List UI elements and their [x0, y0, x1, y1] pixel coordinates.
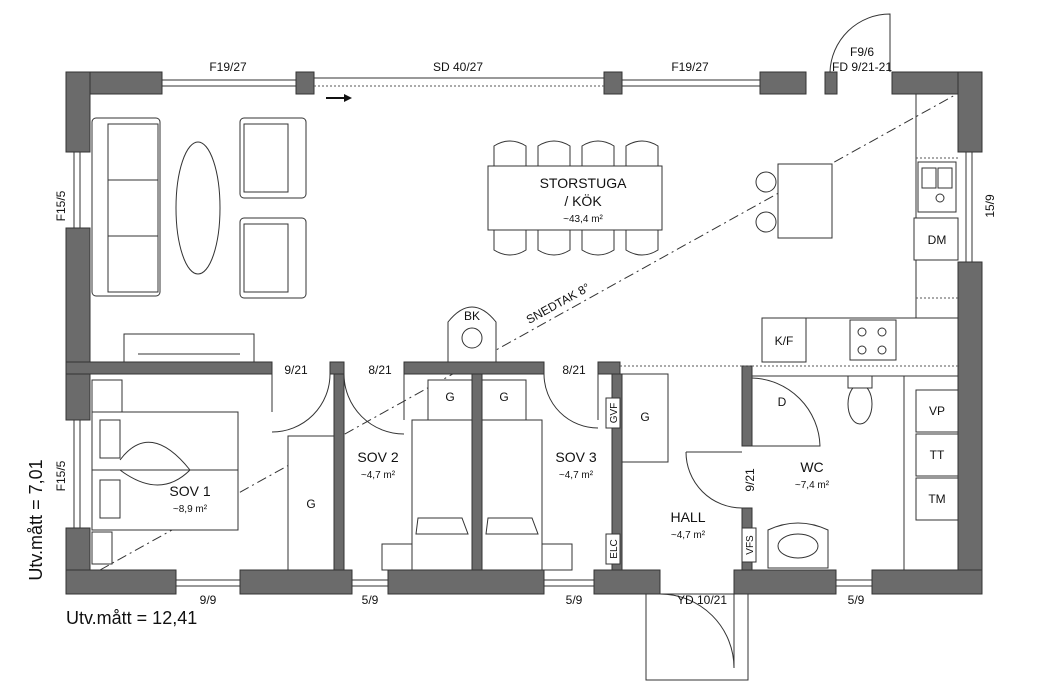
room-hall-area: ~4,7 m² [671, 530, 706, 541]
fixture-bk: BK [464, 309, 480, 323]
room-storstuga-area: ~43,4 m² [563, 214, 603, 225]
label-door-sov3: 8/21 [562, 363, 586, 377]
fixture-vp: VP [929, 404, 945, 418]
room-wc-name: WC [800, 459, 823, 475]
room-wc-area: ~7,4 m² [795, 480, 830, 491]
dimension-height: Utv.mått = 7,01 [26, 459, 46, 580]
room-hall-name: HALL [670, 509, 705, 525]
fixture-gvf: GVF [609, 403, 620, 424]
label-window-left-lower: F15/5 [54, 460, 68, 491]
label-window-top-right: F19/27 [671, 60, 709, 74]
elc-box [605, 533, 621, 565]
wc-fixtures [751, 375, 959, 570]
room-sov3-area: ~4,7 m² [559, 470, 594, 481]
fixture-elc: ELC [609, 539, 620, 558]
label-front-door: YD 10/21 [677, 593, 727, 607]
label-window-bottom-wc: 5/9 [848, 593, 865, 607]
room-storstuga-name-2: / KÖK [564, 192, 602, 209]
fixture-dm: DM [928, 233, 947, 247]
room-sov3-name: SOV 3 [555, 449, 596, 465]
kitchen-island [755, 163, 833, 239]
label-door-wc: 9/21 [743, 468, 757, 492]
fixture-tm: TM [928, 492, 945, 506]
gvf-box [605, 397, 621, 429]
fixture-g-sov3: G [499, 390, 508, 404]
label-window-top-left: F19/27 [209, 60, 247, 74]
label-sliding-door-top: SD 40/27 [433, 60, 483, 74]
label-window-left-upper: F15/5 [54, 190, 68, 221]
sov1-furniture [91, 379, 335, 571]
fixture-g-sov2: G [445, 390, 454, 404]
wood-stove [447, 306, 497, 363]
label-window-bottom-sov3: 5/9 [566, 593, 583, 607]
label-door-sov1: 9/21 [284, 363, 308, 377]
sofa-set [91, 117, 307, 363]
fixture-g-hall: G [640, 410, 649, 424]
fixture-tt: TT [930, 448, 945, 462]
room-sov1-name: SOV 1 [169, 483, 210, 499]
label-window-bottom-sov1: 9/9 [200, 593, 217, 607]
hall-wardrobe [621, 373, 669, 463]
room-sov2-name: SOV 2 [357, 449, 398, 465]
kitchen-counter [761, 94, 959, 363]
dimension-width: Utv.mått = 12,41 [66, 608, 197, 628]
label-window-right: 15/9 [983, 194, 997, 218]
outer-walls [65, 71, 983, 595]
label-window-top-far-right: F9/6 [850, 45, 874, 59]
vfs-box [741, 527, 757, 563]
room-storstuga-name-1: STORSTUGA [540, 175, 628, 191]
fixture-vfs: VFS [745, 535, 756, 555]
sov3-furniture [481, 379, 573, 571]
interior-walls [65, 361, 753, 571]
fixture-d: D [778, 395, 787, 409]
fixture-g-sov1: G [306, 497, 315, 511]
fixture-kf: K/F [775, 334, 794, 348]
label-door-top-right: FD 9/21-21 [832, 60, 892, 74]
dining-table [487, 140, 663, 256]
label-door-sov2: 8/21 [368, 363, 392, 377]
roof-slope-note: SNEDTAK 8° [524, 280, 593, 327]
room-sov2-area: ~4,7 m² [361, 470, 396, 481]
window-glazing [73, 77, 973, 587]
label-window-bottom-sov2: 5/9 [362, 593, 379, 607]
door-swings [271, 13, 891, 669]
front-step [645, 593, 749, 681]
sliding-arrow-icon [326, 94, 352, 102]
room-sov1-area: ~8,9 m² [173, 504, 208, 515]
sov2-furniture [381, 379, 473, 571]
